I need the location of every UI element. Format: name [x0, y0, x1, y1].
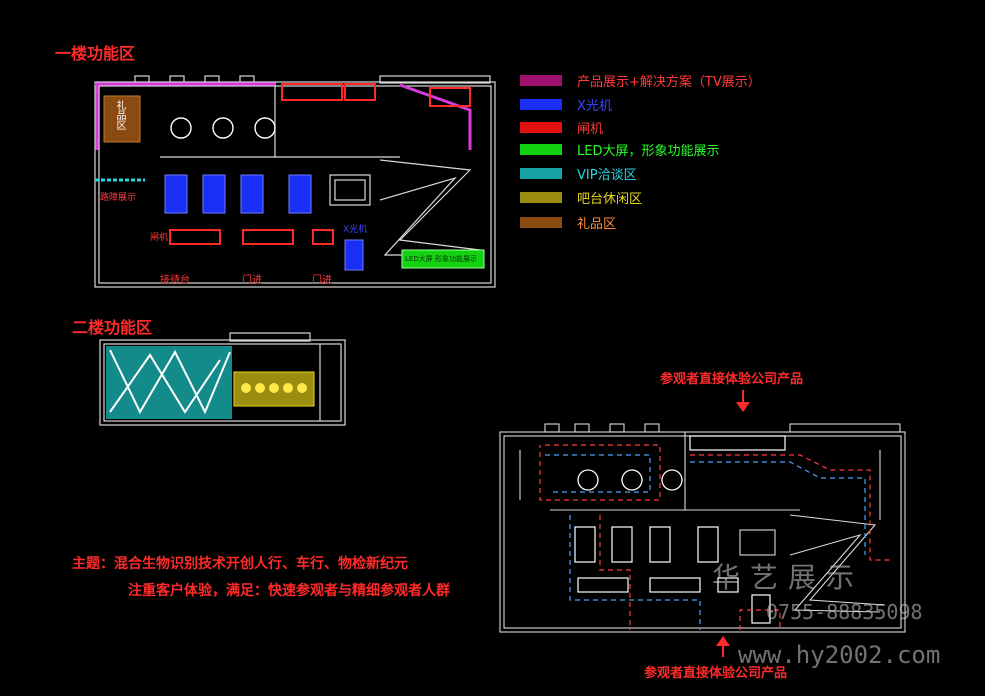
- legend-swatch-vip: [520, 167, 562, 179]
- legend-swatch-bar: [520, 191, 562, 203]
- legend-swatch-product: [520, 74, 562, 86]
- visitor-label-bottom: 参观者直接体验公司产品: [644, 666, 788, 681]
- legend-label-led: LED大屏，形象功能展示: [577, 143, 720, 159]
- gift-area-label: 礼品区: [114, 100, 125, 130]
- legend-label-product: 产品展示+解决方案（TV展示）: [577, 74, 761, 90]
- legend-item-gate: 闸机: [520, 118, 604, 137]
- led-panel-label: LED大屏 形象功能展示: [405, 255, 477, 263]
- legend-label-xray: X光机: [577, 98, 612, 114]
- legend-swatch-led: [520, 143, 562, 155]
- arrow-down-icon: [736, 390, 750, 412]
- legend-swatch-gift: [520, 216, 562, 228]
- visitor-label-top: 参观者直接体验公司产品: [660, 372, 804, 387]
- legend-label-bar: 吧台休闲区: [577, 191, 643, 207]
- floor1-title: 一楼功能区: [55, 44, 136, 63]
- theme-line-1: 主题：混合生物识别技术开创人行、车行、物检新纪元: [72, 556, 408, 572]
- watermark-phone: 0755-88835098: [766, 600, 923, 624]
- entrance-b-label: 门进: [312, 275, 332, 286]
- legend-label-gate: 闸机: [577, 121, 604, 137]
- theme-line-2: 注重客户体验，满足：快速参观者与精细参观者人群: [128, 583, 450, 599]
- gate-label: 闸机: [150, 233, 169, 243]
- watermark-url: www.hy2002.com: [738, 641, 941, 669]
- legend-item-led: LED大屏，形象功能展示: [520, 140, 720, 159]
- watermark-brand: 华艺展示: [712, 561, 865, 594]
- legend-item-gift: 礼品区: [520, 213, 617, 232]
- reception-label: 接待台: [160, 275, 190, 286]
- entrance-a-label: 门进: [242, 275, 262, 286]
- arrow-up-icon: [716, 636, 730, 657]
- road-barrier-label: 路障展示: [100, 193, 137, 203]
- legend-item-vip: VIP洽谈区: [520, 164, 637, 183]
- legend-item-bar: 吧台休闲区: [520, 188, 643, 207]
- legend-label-vip: VIP洽谈区: [577, 167, 637, 183]
- floor2-title: 二楼功能区: [72, 318, 153, 337]
- legend-item-xray: X光机: [520, 95, 612, 114]
- legend-item-product: 产品展示+解决方案（TV展示）: [520, 71, 761, 90]
- legend-swatch-xray: [520, 98, 562, 110]
- xray-label: X光机: [343, 225, 368, 235]
- legend-label-gift: 礼品区: [577, 216, 617, 232]
- legend-swatch-gate: [520, 121, 562, 133]
